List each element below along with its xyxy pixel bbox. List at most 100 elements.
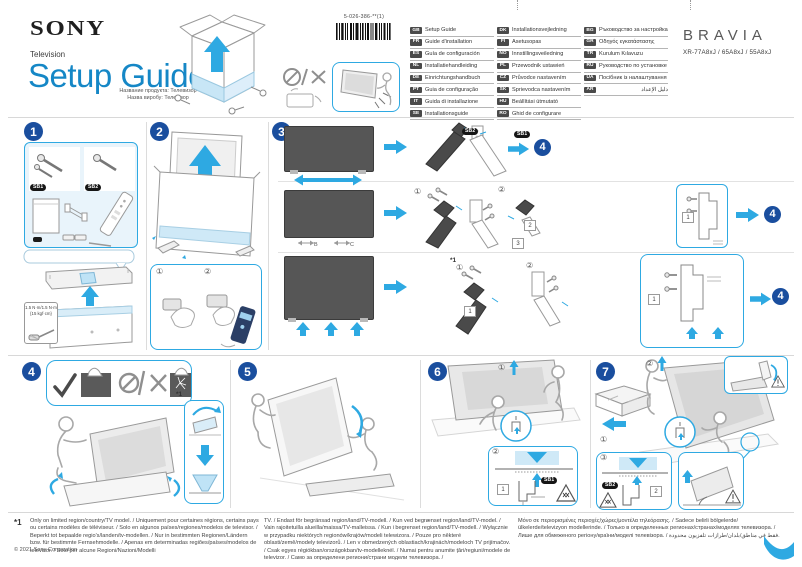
product-name-ru: Название продукта: Телевизор xyxy=(119,88,197,94)
callout-label-1: 1 xyxy=(464,306,476,317)
language-label: Kurulum Kılavuzu xyxy=(599,51,643,58)
language-code-badge: TR xyxy=(584,50,596,58)
part-tag-sb2: SB2 xyxy=(602,482,619,489)
stand-assembly-row2 xyxy=(425,187,541,249)
language-label: Installationsvejledning xyxy=(512,27,567,34)
step-1-badge: 1 xyxy=(24,122,43,141)
stand-detail-illustration xyxy=(686,192,723,245)
divider xyxy=(146,122,147,350)
substep-2-number: ② xyxy=(526,261,534,270)
handling-caution-box xyxy=(46,360,192,406)
divider xyxy=(420,360,421,508)
tv-foot xyxy=(288,318,296,322)
substep-1-number: ① xyxy=(456,263,464,272)
language-label: Asetusopas xyxy=(512,39,542,46)
language-label: Руководство по установке xyxy=(599,63,667,70)
footnote-text-col1: Only on limited region/country/TV model.… xyxy=(30,518,259,554)
footnote-reference: *1 xyxy=(176,391,183,398)
language-code-badge: DK xyxy=(497,27,509,34)
callout-label-1: 1 xyxy=(682,212,694,223)
handling-caution-illustration xyxy=(53,367,191,398)
model-numbers: XR-77A8xJ / 65A8xJ / 55A8xJ xyxy=(683,49,772,56)
dimension-marks xyxy=(298,240,350,246)
torque-value-line2: {15 kgf·cm} xyxy=(30,310,52,316)
fold-mark xyxy=(517,0,518,10)
step-2-badge: 2 xyxy=(150,122,169,141)
stand-insert-illustration xyxy=(602,457,668,506)
tv-foot xyxy=(358,170,366,174)
divider xyxy=(268,122,269,350)
language-code-badge: AR xyxy=(584,86,596,94)
tv-foot xyxy=(360,318,368,322)
footnote-marker: *1 xyxy=(14,518,22,527)
tv-facedown-row2 xyxy=(284,190,374,238)
sony-swoosh-icon xyxy=(764,536,794,560)
dimension-label-b: B xyxy=(314,242,318,248)
tv-fall-illustration xyxy=(340,69,392,109)
footnote-text-col2: TV. / Endast för begränsad region/land/T… xyxy=(264,518,511,561)
torque-note: 1.5 N·m/1.5 N·m {15 kgf·cm} xyxy=(24,302,58,344)
tv-lift-illustration xyxy=(49,416,181,507)
language-row: AR دليل الإعداد xyxy=(584,84,668,97)
stand-flip-box xyxy=(184,400,224,504)
bravia-logo: BRAVIA xyxy=(683,27,767,44)
language-code-badge: UA xyxy=(584,74,596,82)
fold-caution-illustration xyxy=(730,360,778,392)
arrow-right-icon xyxy=(384,140,407,154)
screwdriver-icon xyxy=(28,329,55,341)
language-code-badge: PL xyxy=(497,62,509,70)
part-number: 5-026-386-**(1) xyxy=(343,14,385,20)
step-7-badge: 7 xyxy=(596,362,615,381)
language-code-badge: NL xyxy=(410,62,422,70)
caution-tv-fall-box xyxy=(332,62,400,112)
latch-release-box xyxy=(150,264,262,350)
language-label: دليل الإعداد xyxy=(641,86,668,93)
substep-2-number: ② xyxy=(498,185,506,194)
part-tag-sb1: SB1 xyxy=(541,477,558,484)
substep-1-number: ① xyxy=(414,187,422,196)
language-code-badge: FI xyxy=(497,38,509,46)
language-label: Installationsguide xyxy=(425,110,469,117)
warning-triangle-icon xyxy=(555,483,577,502)
language-code-badge: IT xyxy=(410,98,422,106)
stand-parts-illustration xyxy=(425,122,507,177)
language-code-badge: SE xyxy=(410,110,422,118)
torque-value-line1: 1.5 N·m/1.5 N·m xyxy=(25,305,57,310)
step-4-badge: 4 xyxy=(22,362,41,381)
insert-arrows-up xyxy=(296,322,364,336)
part-tag-sb1: SB1 xyxy=(514,131,531,138)
language-code-badge: PT xyxy=(410,86,422,94)
accessories-illustration xyxy=(29,147,135,247)
stand-insert-illustration xyxy=(495,451,573,505)
substep-2-number: ② xyxy=(204,267,212,276)
tilt-caution-illustration xyxy=(682,466,741,506)
language-label: Οδηγός εγκατάστασης xyxy=(599,39,655,46)
tv-facedown-row1 xyxy=(284,126,374,172)
language-code-badge: HU xyxy=(497,98,509,106)
language-label: Guida di installazione xyxy=(425,98,479,105)
product-name-ua: Назва виробу: Телевізор xyxy=(127,95,189,102)
substep-3-number: ③ xyxy=(600,453,608,462)
tv-foot xyxy=(290,170,298,174)
sony-logo: SONY xyxy=(30,16,106,40)
language-code-badge: GB xyxy=(410,27,422,34)
goto-step-4-badge: 4 xyxy=(534,139,551,156)
language-label: Installatiehandleiding xyxy=(425,63,478,70)
language-label: Průvodce nastavením xyxy=(512,75,567,81)
arrow-right-icon xyxy=(384,280,407,294)
language-label: Innstillingsveiledning xyxy=(512,51,564,58)
two-person-lift-illustration xyxy=(251,377,405,501)
language-label: Ghid de configurare xyxy=(512,110,562,117)
prohibition-icon xyxy=(283,68,326,108)
